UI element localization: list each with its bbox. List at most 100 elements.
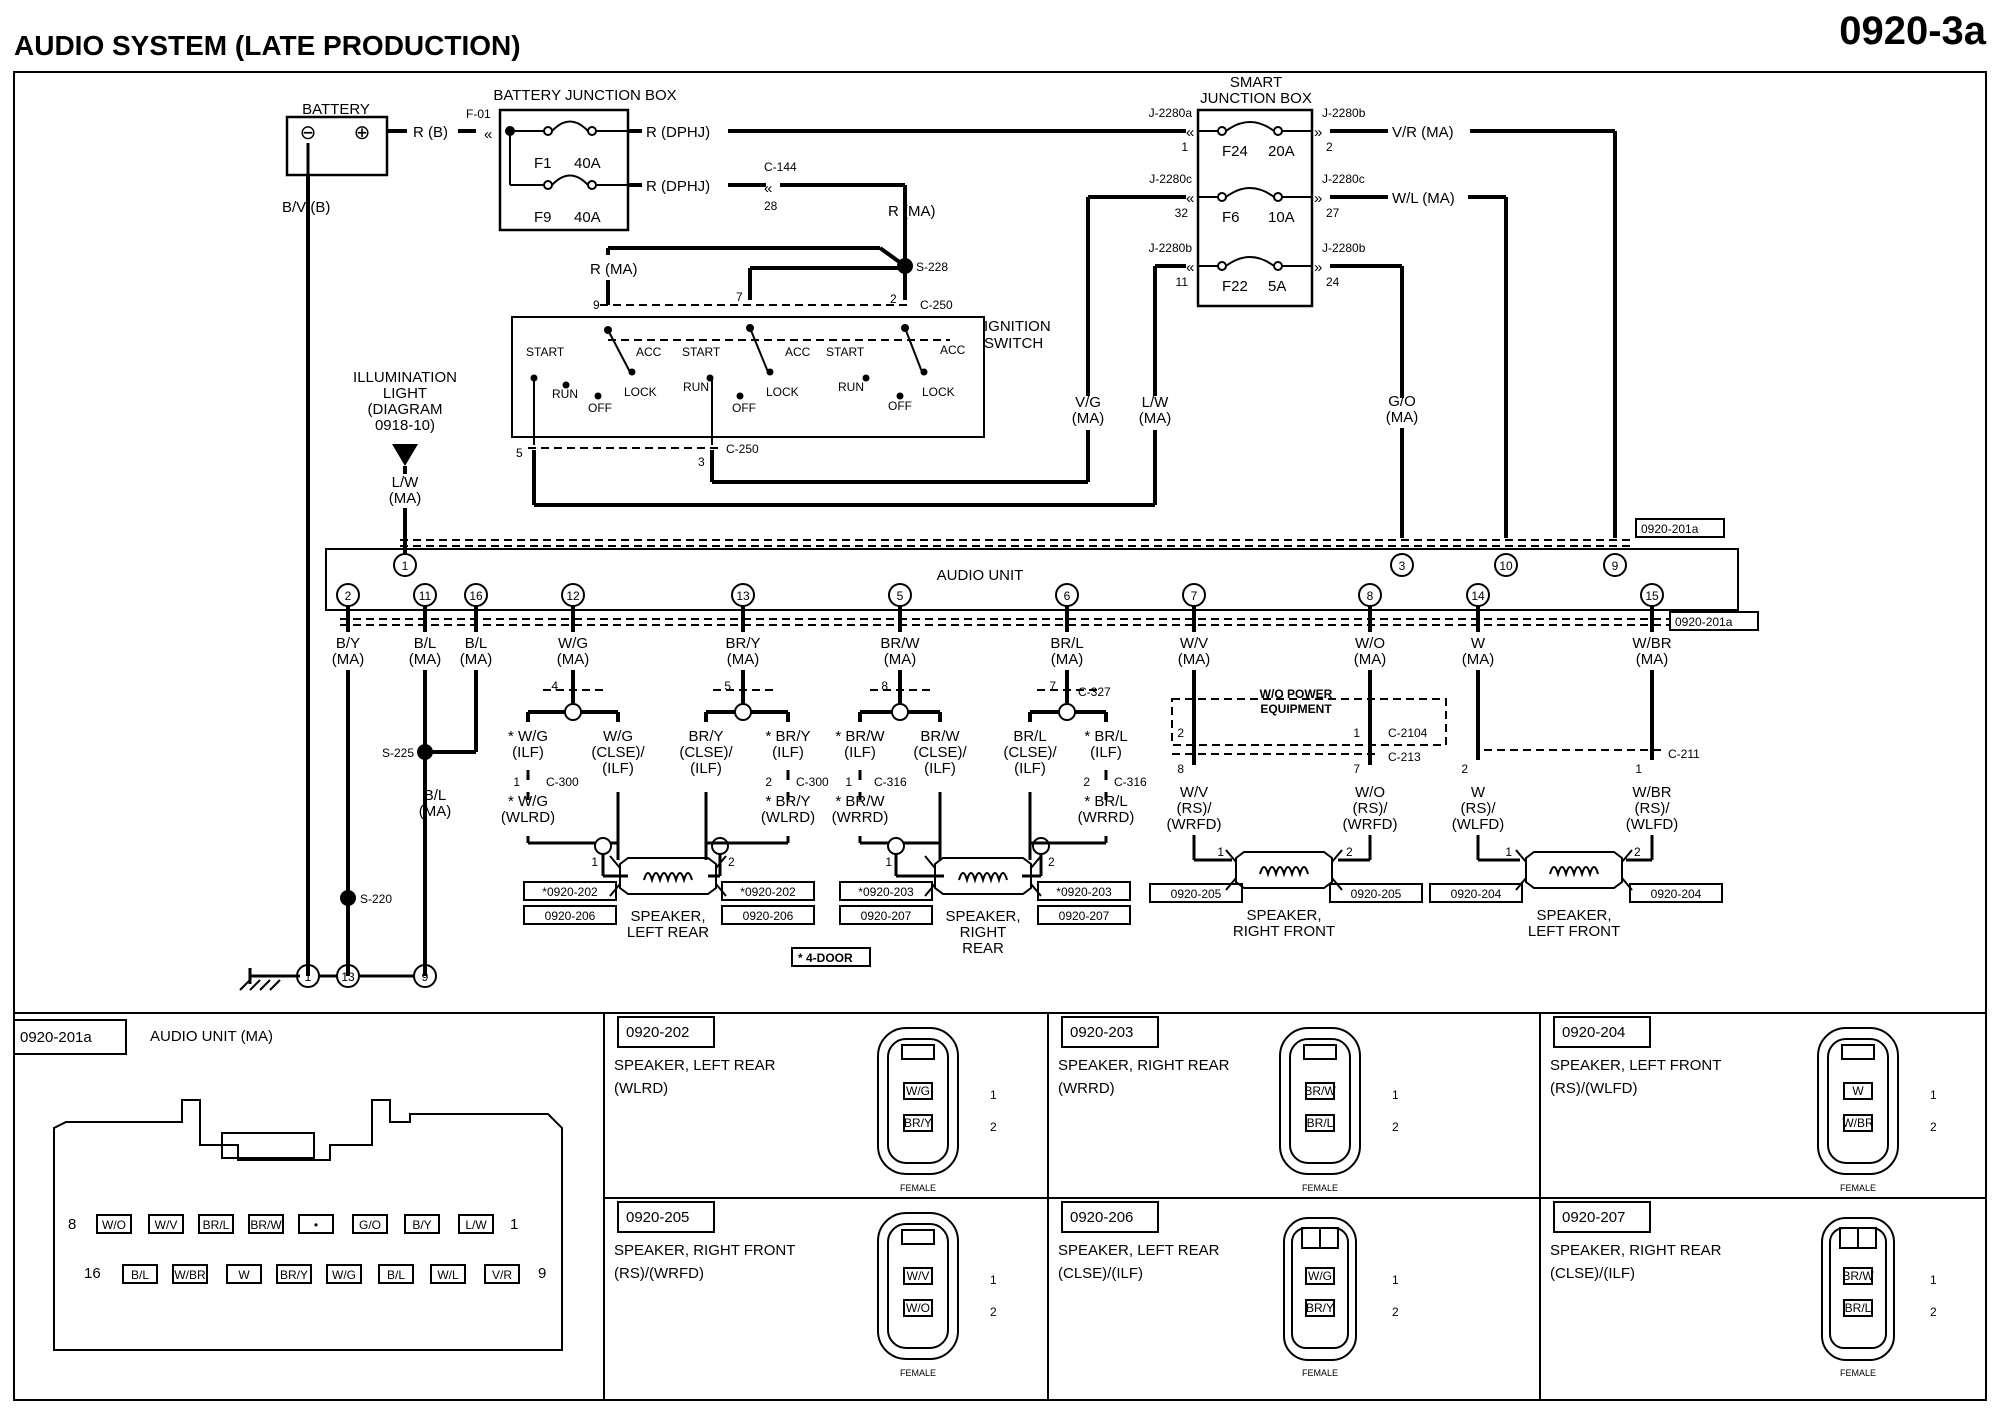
au-conn-pin-label: BR/L	[203, 1218, 230, 1232]
ref-box	[523, 881, 617, 901]
ign-pos: LOCK	[766, 385, 799, 399]
sjb-label2: JUNCTION BOX	[1200, 90, 1312, 107]
bottom-wire-circuit: (MA)	[1051, 651, 1084, 668]
conn-title: SPEAKER, RIGHT REAR	[1058, 1057, 1230, 1074]
conn-title: SPEAKER, LEFT REAR	[614, 1057, 776, 1074]
rr-right-a: BR/W	[920, 728, 960, 745]
ignition-switch: 9 7 2 C-250 IGNITION SWITCH START ACC ST…	[511, 290, 1155, 507]
conn-pin-num2: 2	[1930, 1305, 1937, 1319]
conn-inner	[1827, 1038, 1889, 1164]
bjb-box	[498, 108, 630, 232]
au-conn-pin-label: W	[238, 1268, 250, 1282]
sjb-fuse-name: F6	[1222, 209, 1240, 226]
rr2-left-a: (ILF)	[1014, 760, 1046, 777]
conn-pin-2-label: BR/L	[1307, 1116, 1334, 1130]
ref-box	[1037, 881, 1131, 901]
rf-p2r: 7	[1353, 762, 1360, 776]
connector-mark: »	[1314, 259, 1322, 276]
conn-ref: 0920-207	[1562, 1209, 1625, 1226]
bottom-wire-circuit: (MA)	[1354, 651, 1387, 668]
rear-lower-junction	[887, 837, 905, 855]
ref-box	[839, 881, 933, 901]
four-door-box	[791, 947, 871, 967]
conn-latch	[1841, 1044, 1875, 1060]
conn-pin-2	[903, 1299, 933, 1317]
illum-line: (DIAGRAM	[368, 401, 443, 418]
au-label: AUDIO UNIT	[937, 567, 1024, 584]
speaker-icon	[1525, 851, 1623, 889]
ref-box	[839, 905, 933, 925]
illum-line: LIGHT	[383, 385, 427, 402]
au-conn-pin	[378, 1264, 414, 1284]
fuse-f9-name: F9	[534, 209, 552, 226]
rf-right-b: (RS)/	[1353, 800, 1389, 817]
rf-left-b: (RS)/	[1177, 800, 1213, 817]
rr2-right-a: * BR/L	[1084, 728, 1127, 745]
au-conn-outline	[53, 1099, 563, 1351]
au-bottom-pin-label: 8	[1367, 589, 1374, 603]
bottom-wire-color: BR/W	[880, 635, 920, 652]
ref-box	[1329, 883, 1423, 903]
sjb-in-conn: J-2280b	[1149, 241, 1193, 255]
sjb-fuse-icon	[1225, 121, 1275, 132]
rear-junction	[564, 703, 582, 721]
ref-lr2-2: 0920-206	[743, 909, 794, 923]
au-conn-pin-label: V/R	[492, 1268, 512, 1282]
wo-power-l1: W/O POWER	[1260, 687, 1333, 701]
splice-s220	[340, 890, 356, 906]
au-conn-pin	[96, 1214, 132, 1234]
conn-title: SPEAKER, RIGHT FRONT	[614, 1242, 795, 1259]
au-conn-pin-label: G/O	[359, 1218, 381, 1232]
conn-pin-1-label: BR/W	[1304, 1084, 1336, 1098]
ign-pos: OFF	[888, 399, 912, 413]
speaker-icon	[1235, 851, 1333, 889]
lr2-right-a: (ILF)	[772, 744, 804, 761]
r-ma-label: R (MA)	[590, 261, 638, 278]
au-bottom-pin-label: 2	[345, 589, 352, 603]
ref-rr-2: 0920-207	[861, 909, 912, 923]
conn-pin-1	[1305, 1267, 1335, 1285]
bottom-wire-color: W/O	[1355, 635, 1385, 652]
ground-pin-label: 1	[305, 970, 312, 984]
illum-wire: (MA)	[389, 490, 422, 507]
ref-box	[1061, 1016, 1159, 1048]
illum-arrow-icon	[392, 444, 418, 466]
bottom-wire-color: BR/L	[1050, 635, 1083, 652]
conn-pin-num2: 2	[1392, 1120, 1399, 1134]
speaker-icon	[619, 857, 717, 895]
conn-latch	[901, 1229, 935, 1245]
au-row2-left: 16	[84, 1265, 101, 1282]
conn-inner	[887, 1223, 949, 1349]
lr-speaker-label: LEFT REAR	[627, 924, 709, 941]
conn-female-label: FEMALE	[900, 1368, 936, 1378]
spk-pin: 1	[1217, 845, 1224, 859]
lr2-right-a: * BR/Y	[765, 728, 810, 745]
ground-hatch	[249, 979, 261, 991]
au-top-pin	[1603, 553, 1627, 577]
speaker-icon	[934, 857, 1032, 895]
conn-pin-1-label: W/G	[906, 1084, 930, 1098]
bjb-wire2: R (DPHJ)	[646, 178, 710, 195]
conn-subtitle: (RS)/(WRFD)	[614, 1265, 704, 1282]
conn-pin-1-label: W/V	[907, 1269, 930, 1283]
ref-box	[721, 881, 815, 901]
ground-icon	[239, 968, 300, 991]
bottom-wire-color: W/BR	[1632, 635, 1671, 652]
sjb-out-conn: J-2280b	[1322, 106, 1366, 120]
lf-right-b: W/BR	[1632, 784, 1671, 801]
ground-hatch	[269, 979, 281, 991]
conn-female-label: FEMALE	[900, 1183, 936, 1193]
ref-lr-1: *0920-202	[542, 885, 598, 899]
ign-contact	[562, 381, 570, 389]
rf-p2: 8	[1177, 762, 1184, 776]
ign-pin-5: 5	[516, 446, 523, 460]
ref-box	[617, 1201, 715, 1233]
battery-out-wire: R (B)	[413, 124, 448, 141]
rr2-left-a: BR/L	[1013, 728, 1046, 745]
conn-pin-num1: 1	[1392, 1088, 1399, 1102]
outer-frame	[13, 71, 1987, 1401]
au-conn-pin	[122, 1264, 158, 1284]
ref-rf-1: 0920-205	[1171, 887, 1222, 901]
au-conn-pin	[148, 1214, 184, 1234]
